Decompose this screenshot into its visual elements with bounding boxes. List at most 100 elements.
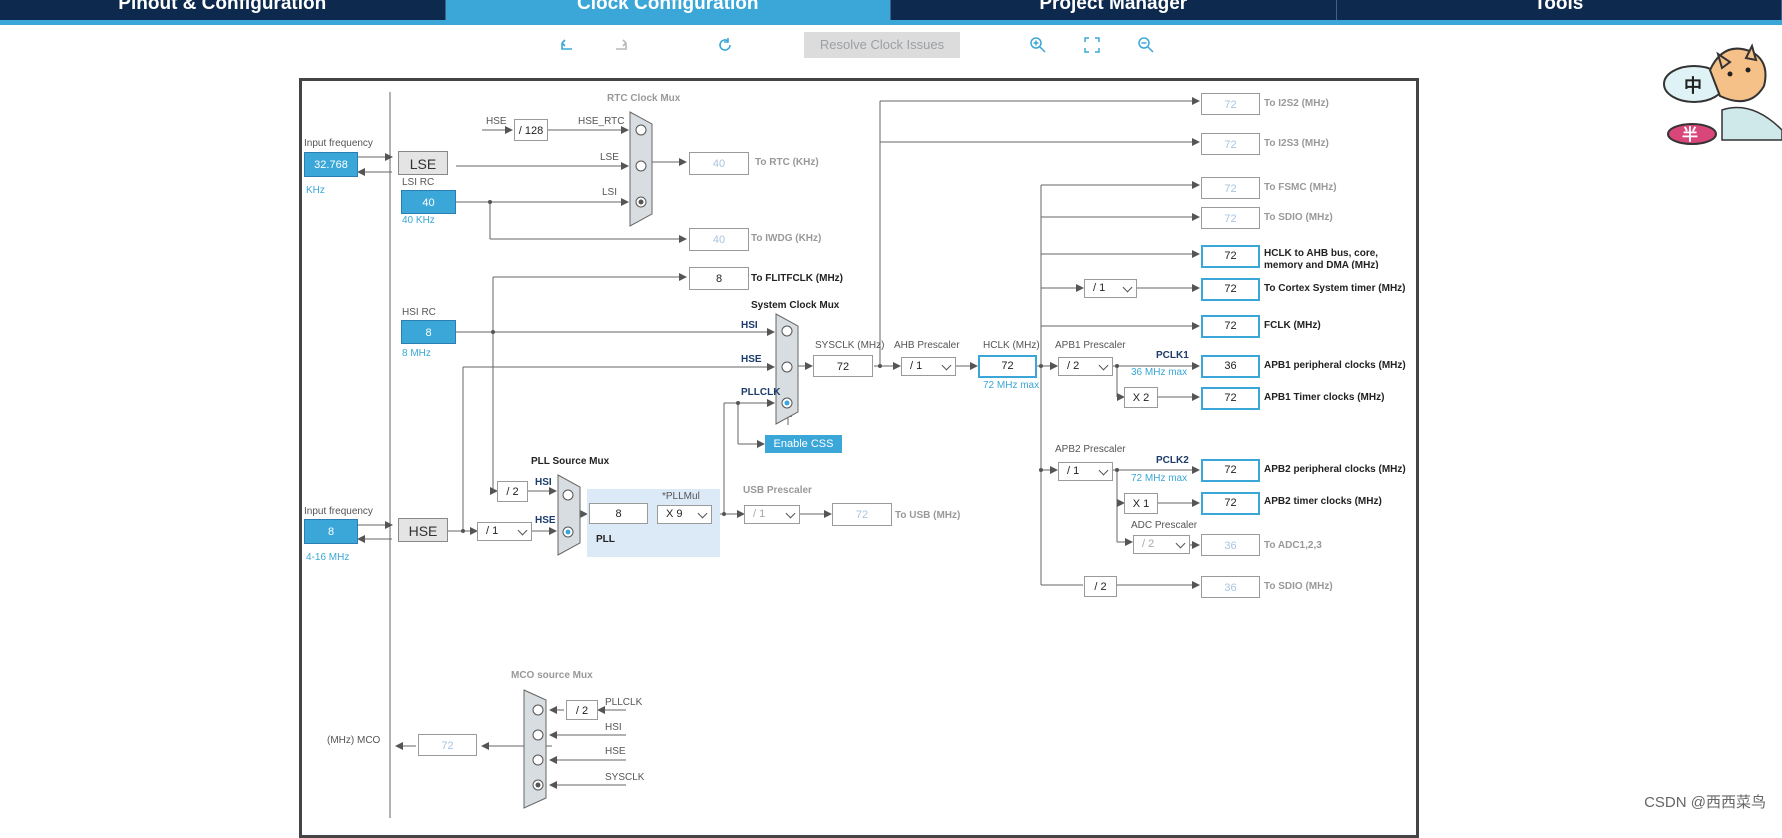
mco-pll-divider: / 2 (566, 700, 598, 720)
rtc-hse-label: HSE (486, 116, 507, 127)
fsmc-output-label: To FSMC (MHz) (1264, 182, 1337, 193)
adc-output-label: To ADC1,2,3 (1264, 540, 1322, 551)
enable-css-button[interactable]: Enable CSS (765, 435, 842, 453)
hsi-unit: 8 MHz (402, 348, 431, 359)
hse-rtc-divider: / 128 (514, 119, 548, 141)
sysmux-hsi-label: HSI (741, 320, 758, 331)
hse-prediv-select[interactable]: / 1 (477, 522, 532, 541)
mco-pllclk-label: PLLCLK (605, 697, 642, 708)
i2s2-output-label: To I2S2 (MHz) (1264, 98, 1329, 109)
apb1-timer-multiplier: X 2 (1124, 387, 1158, 408)
fsmc-output-value: 72 (1201, 177, 1260, 199)
lsi-unit: 40 KHz (402, 215, 435, 226)
usb-output-value: 72 (832, 503, 892, 526)
mco-hsi-label: HSI (605, 722, 622, 733)
hclk-input[interactable]: 72 (978, 355, 1037, 378)
fclk-output-label: FCLK (MHz) (1264, 320, 1321, 331)
mco-sysclk-label: SYSCLK (605, 772, 644, 783)
sdio-output-label-1: To SDIO (MHz) (1264, 212, 1333, 223)
apb1-prescaler-select[interactable]: / 2 (1058, 357, 1113, 376)
hsi-title: HSI RC (402, 307, 436, 318)
lsi-value: 40 (401, 190, 456, 214)
apb2-prescaler-select[interactable]: / 1 (1058, 462, 1113, 481)
mco-hse-label: HSE (605, 746, 626, 757)
apb1-prescaler-label: APB1 Prescaler (1055, 340, 1126, 351)
i2s3-output-label: To I2S3 (MHz) (1264, 138, 1329, 149)
cortex-timer-output-label: To Cortex System timer (MHz) (1264, 283, 1406, 294)
system-clock-mux-title: System Clock Mux (751, 300, 839, 311)
rtc-mux-title: RTC Clock Mux (607, 93, 680, 104)
apb1-peripheral-output-label: APB1 peripheral clocks (MHz) (1264, 360, 1406, 371)
adc-output-value: 36 (1201, 534, 1260, 556)
clock-tree-wires (0, 0, 1782, 818)
rtc-output-value: 40 (689, 152, 749, 175)
iwdg-output-value: 40 (689, 228, 749, 251)
hsi-value: 8 (401, 320, 456, 344)
watermark: CSDN @西西菜鸟 (1644, 791, 1766, 812)
mco-output-value: 72 (418, 734, 477, 756)
pclk2-max: 72 MHz max (1131, 473, 1187, 484)
hclk-max: 72 MHz max (983, 380, 1039, 391)
ahb-prescaler-select[interactable]: / 1 (901, 357, 956, 376)
apb1-timer-output-input[interactable]: 72 (1201, 387, 1260, 410)
pll-src-hse-label: HSE (535, 515, 556, 526)
lsi-title: LSI RC (402, 177, 434, 188)
apb2-timer-output-input[interactable]: 72 (1201, 492, 1260, 515)
sdio-divider: / 2 (1084, 576, 1117, 597)
pclk1-max: 36 MHz max (1131, 367, 1187, 378)
pll-source-mux-title: PLL Source Mux (531, 456, 609, 467)
hse-range: 4-16 MHz (306, 552, 349, 563)
apb2-peripheral-output-label: APB2 peripheral clocks (MHz) (1264, 464, 1406, 475)
apb2-timer-multiplier: X 1 (1124, 493, 1158, 514)
adc-prescaler-select[interactable]: / 2 (1133, 535, 1190, 554)
lse-block: LSE (398, 151, 448, 175)
adc-prescaler-label: ADC Prescaler (1131, 520, 1197, 531)
sdio-output-value-1: 72 (1201, 207, 1260, 229)
lse-unit: KHz (306, 185, 325, 196)
pclk1-label: PCLK1 (1156, 350, 1189, 361)
pllmul-select[interactable]: X 9 (657, 505, 712, 524)
rtc-output-label: To RTC (KHz) (755, 157, 819, 168)
hclk-ahb-output-input[interactable]: 72 (1201, 245, 1260, 268)
i2s2-output-value: 72 (1201, 93, 1260, 115)
apb2-prescaler-label: APB2 Prescaler (1055, 444, 1126, 455)
mco-mux-title: MCO source Mux (511, 670, 593, 681)
pll-source-mux (558, 475, 580, 555)
pll-input-value: 8 (589, 503, 648, 524)
apb2-peripheral-output-input[interactable]: 72 (1201, 459, 1260, 482)
hclk-label: HCLK (MHz) (983, 340, 1040, 351)
fclk-output-input[interactable]: 72 (1201, 315, 1260, 338)
apb1-timer-output-label: APB1 Timer clocks (MHz) (1264, 392, 1384, 403)
flitf-output-value: 8 (689, 267, 749, 290)
i2s3-output-value: 72 (1201, 133, 1260, 155)
hsi-pll-divider: / 2 (497, 481, 528, 502)
sdio-output-label-2: To SDIO (MHz) (1264, 581, 1333, 592)
hse-block: HSE (398, 518, 448, 542)
lse-frequency-input[interactable]: 32.768 (304, 152, 358, 177)
cortex-timer-select[interactable]: / 1 (1084, 279, 1137, 298)
usb-prescaler-select[interactable]: / 1 (744, 505, 800, 524)
cortex-timer-output-input[interactable]: 72 (1201, 278, 1260, 301)
pclk2-label: PCLK2 (1156, 455, 1189, 466)
apb2-timer-output-label: APB2 timer clocks (MHz) (1264, 496, 1382, 507)
sysmux-pllclk-label: PLLCLK (741, 387, 780, 398)
pll-src-hsi-label: HSI (535, 477, 552, 488)
usb-prescaler-title: USB Prescaler (743, 485, 812, 496)
hse-rtc-label: HSE_RTC (578, 116, 625, 127)
usb-output-label: To USB (MHz) (895, 510, 960, 521)
hclk-ahb-output-label: HCLK to AHB bus, core, (1264, 248, 1378, 259)
hclk-ahb-output-label-2: memory and DMA (MHz) (1264, 260, 1379, 269)
iwdg-output-label: To IWDG (KHz) (751, 233, 821, 244)
sysclk-label: SYSCLK (MHz) (815, 340, 884, 351)
sdio-output-value-2: 36 (1201, 576, 1260, 598)
hse-input-label: Input frequency (304, 506, 373, 517)
pllmul-label: *PLLMul (662, 491, 700, 502)
hse-frequency-input[interactable]: 8 (304, 519, 358, 544)
lse-input-label: Input frequency (304, 138, 373, 149)
ahb-prescaler-label: AHB Prescaler (894, 340, 960, 351)
sysmux-hse-label: HSE (741, 354, 762, 365)
rtc-lse-label: LSE (600, 152, 619, 163)
apb1-peripheral-output-input[interactable]: 36 (1201, 355, 1260, 378)
pll-label: PLL (596, 534, 615, 545)
mco-label: (MHz) MCO (327, 735, 380, 746)
